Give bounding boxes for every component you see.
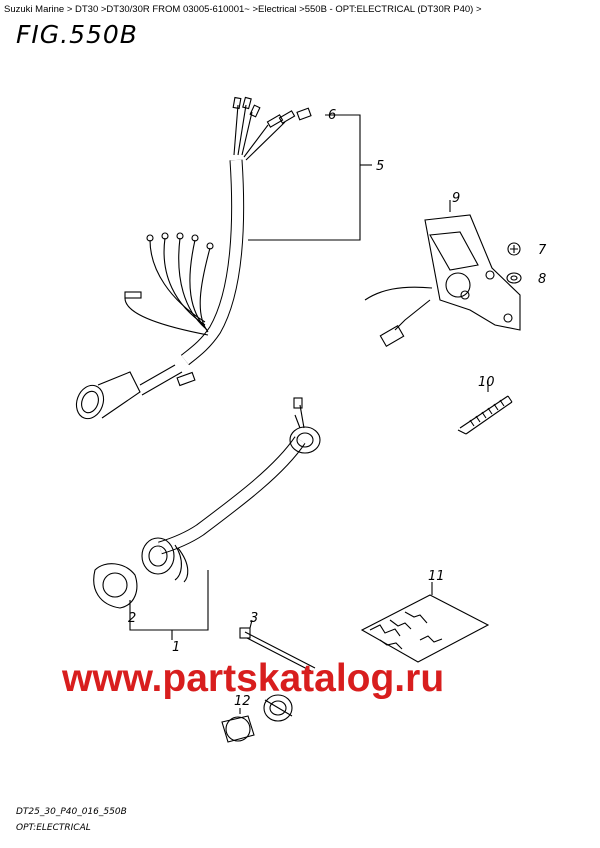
callout-7: 5	[376, 159, 384, 174]
part-8-terminal	[296, 107, 312, 121]
part-6-bag	[360, 594, 490, 663]
part-1-harness	[158, 436, 306, 555]
callout-12: 10	[478, 375, 495, 390]
callout-8: 6	[328, 108, 336, 123]
figure-title: FIG.550B	[16, 20, 138, 49]
part-3-tie	[244, 631, 316, 673]
drawing-code: DT25_30_P40_016_550B	[16, 807, 127, 817]
callout-5: 12	[234, 694, 251, 709]
watermark: www.partskatalog.ru	[62, 657, 445, 700]
callout-9: 7	[538, 243, 547, 258]
part-10-washer	[506, 272, 522, 284]
breadcrumb[interactable]: Suzuki Marine > DT30 >DT30/30R FROM 0300…	[4, 4, 482, 15]
part-5-grommet	[221, 715, 255, 743]
part-9-screw	[507, 242, 521, 256]
figure-caption: OPT:ELECTRICAL	[16, 823, 91, 833]
callout-1: 1	[172, 640, 180, 655]
callout-6: 11	[428, 569, 445, 584]
part-11-switch	[424, 214, 521, 331]
part-12-stud	[457, 395, 513, 435]
callout-2: 2	[128, 611, 136, 626]
callout-11: 9	[452, 191, 460, 206]
part-2-cap	[93, 563, 138, 609]
callout-3: 3	[250, 611, 258, 626]
callout-10: 8	[538, 272, 546, 287]
